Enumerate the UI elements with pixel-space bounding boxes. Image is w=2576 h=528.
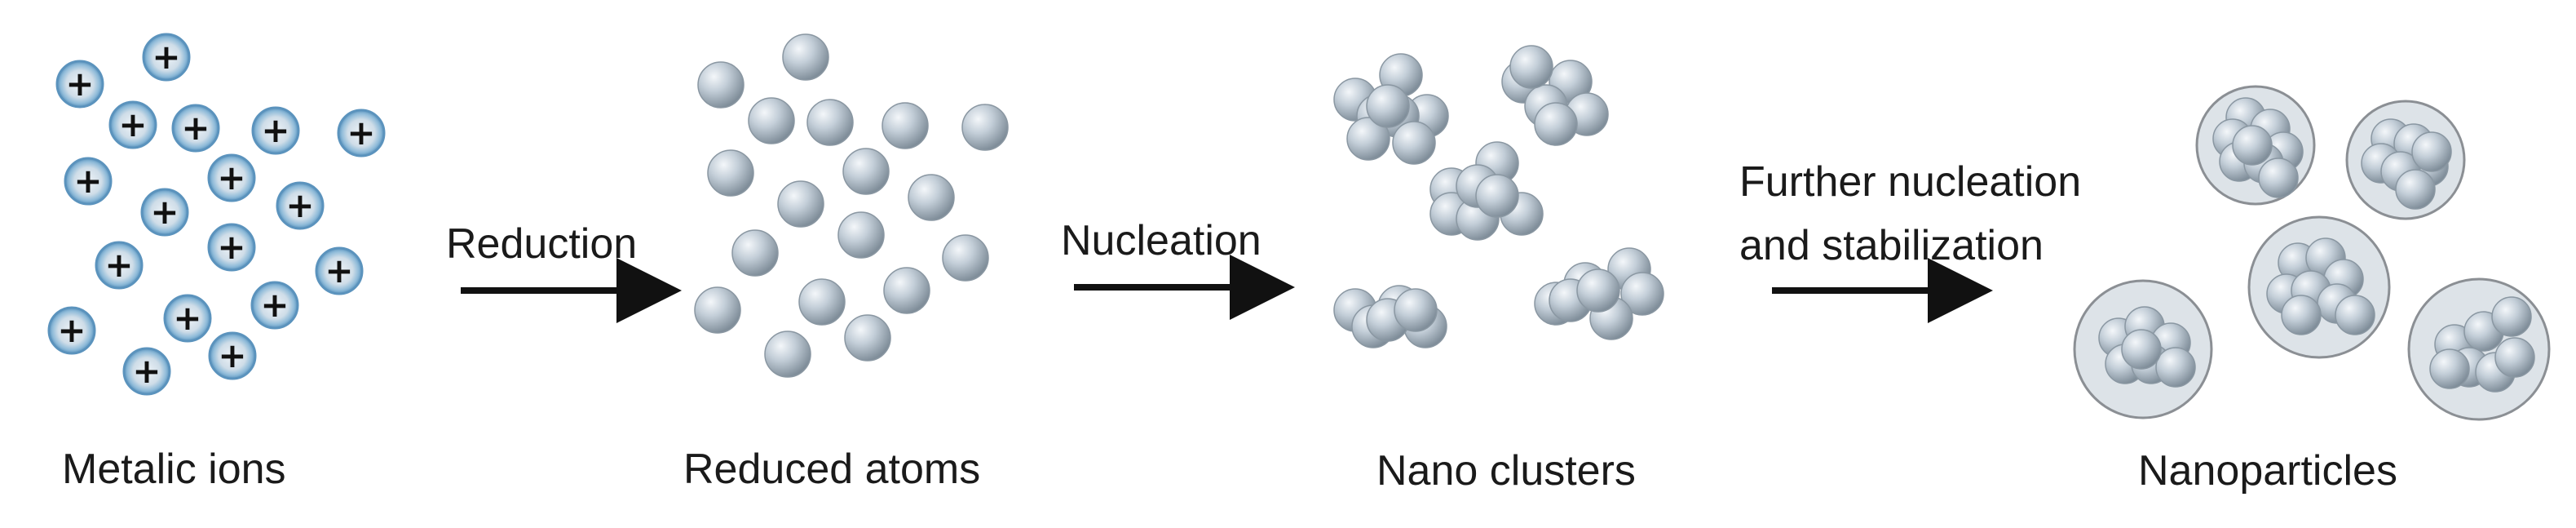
atom [881,102,929,149]
positive-charge-symbol: + [73,161,102,201]
positive-charge-symbol: + [57,310,86,350]
atom [764,331,811,378]
metal-ion: + [55,60,104,109]
nano-cluster [1333,53,1449,165]
nanoparticle [2073,279,2213,419]
reduction-label: Reduction [446,220,637,268]
atom [2411,131,2452,172]
atom [2491,296,2532,337]
atom [1620,272,1664,316]
atom [2395,169,2436,210]
positive-charge-symbol: + [260,285,289,325]
stabilization-label: and stabilization [1739,222,2044,269]
positive-charge-symbol: + [173,298,201,338]
nanoparticle [2195,85,2316,206]
atom [2429,348,2470,389]
nucleation-label: Nucleation [1061,217,1261,264]
atom [777,180,824,228]
atom [1576,268,1620,313]
metallic-ions-label: Metalic ions [62,446,286,493]
metal-ion: + [207,223,256,272]
metal-ion: + [64,157,113,206]
atom [1392,121,1436,165]
nano-clusters-group [1333,45,1664,348]
atom [842,148,890,195]
metal-ion: + [171,104,220,153]
nanoparticle [2407,277,2551,421]
positive-charge-symbol: + [65,64,94,104]
atom [2232,125,2273,166]
atom [2155,347,2196,388]
atom [707,149,754,197]
positive-charge-symbol: + [218,335,246,375]
atom [2258,158,2299,198]
atom [697,61,745,109]
atom [961,104,1009,151]
metal-ion: + [108,100,157,149]
metal-ion: + [251,106,300,155]
metallic-ions-group: ++++++++++++++++++ [47,33,386,396]
nano-cluster [1429,141,1544,241]
atom [782,33,829,81]
atom [2121,329,2162,370]
atom [1366,84,1410,128]
atom [731,229,779,277]
metal-ion: + [276,181,325,230]
positive-charge-symbol: + [325,251,353,291]
reduced-atoms-label: Reduced atoms [683,446,980,493]
metal-ion: + [122,347,171,396]
metal-ion: + [208,331,257,380]
nano-cluster [1333,285,1447,348]
atom [883,267,930,314]
positive-charge-symbol: + [261,110,289,150]
positive-charge-symbol: + [347,113,375,153]
metal-ion: + [140,188,189,237]
positive-charge-symbol: + [104,245,133,285]
nano-clusters-label: Nano clusters [1376,447,1636,495]
nano-cluster [1534,247,1664,340]
metal-ion: + [337,109,386,158]
positive-charge-symbol: + [217,227,245,267]
positive-charge-symbol: + [181,108,210,148]
nanoparticle [2247,215,2391,359]
atom [837,211,885,259]
positive-charge-symbol: + [285,185,314,225]
atom [2335,295,2375,335]
metal-ion: + [95,241,144,290]
positive-charge-symbol: + [152,37,180,77]
atom [908,174,955,221]
nanoparticle [2345,100,2466,220]
nanoparticles-group [2073,85,2551,421]
metal-ion: + [315,246,364,295]
atom [694,286,741,334]
positive-charge-symbol: + [118,104,147,144]
positive-charge-symbol: + [217,158,245,197]
nanoparticles-label: Nanoparticles [2138,447,2397,495]
atom [1346,117,1390,161]
atom [748,97,795,144]
metal-ion: + [142,33,191,82]
atom [1475,174,1519,218]
metal-ion: + [163,294,212,343]
metal-ion: + [250,281,299,330]
atom [798,278,846,326]
atom [844,314,891,362]
atom [2281,295,2322,335]
atom [942,234,989,282]
atom [1534,102,1578,146]
positive-charge-symbol: + [132,351,161,391]
positive-charge-symbol: + [150,192,179,232]
atom [2494,337,2535,378]
nano-cluster [1501,45,1609,146]
further-nucleation-label: Further nucleation [1739,158,2081,206]
reduced-atoms-group [694,33,1009,378]
metal-ion: + [207,153,256,202]
atom [1509,45,1553,89]
atom [1394,288,1438,332]
metal-ion: + [47,306,96,355]
atom [806,99,854,146]
